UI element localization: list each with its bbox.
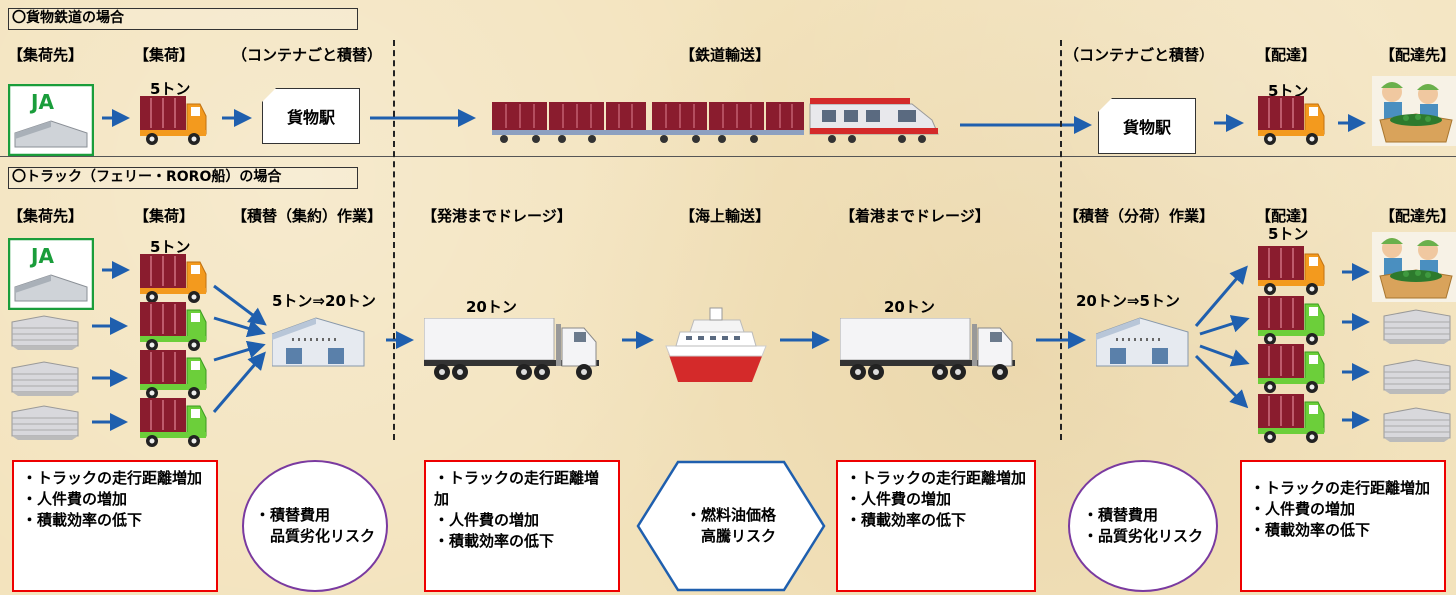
rail-header-delivery: 【配達】 xyxy=(1256,46,1317,64)
arrow-icon xyxy=(212,351,266,413)
issue-line: ・人件費の増加 xyxy=(1250,500,1356,518)
issue-box-drayage-in: ・トラックの走行距離増加 ・人件費の増加 ・積載効率の低下 xyxy=(836,460,1036,592)
rail-section-title-text: 〇貨物鉄道の場合 xyxy=(12,10,124,26)
issue-line: ・人件費の増加 xyxy=(434,511,540,529)
issue-line: ・品質劣化リスク xyxy=(1082,527,1203,545)
consolidate-load: 5トン⇒20トン xyxy=(272,292,376,310)
truck-header-consolidate: 【積替（集約）作業】 xyxy=(232,207,383,225)
truck-header-sea: 【海上輸送】 xyxy=(680,207,771,225)
truck-section-title-text: 〇トラック（フェリー・RORO船）の場合 xyxy=(12,169,282,185)
truck-header-destination: 【配達先】 xyxy=(1380,207,1456,225)
rail-header-transfer-in: （コンテナごと積替） xyxy=(1064,46,1215,64)
arrow-icon xyxy=(1199,344,1250,367)
arrow-icon xyxy=(213,340,266,362)
phase-divider xyxy=(393,40,395,440)
issue-line: ・燃料油価格 xyxy=(685,506,776,524)
truck-delivery-load: 5トン xyxy=(1268,225,1309,243)
split-load: 20トン⇒5トン xyxy=(1076,292,1180,310)
issue-line: ・積載効率の低下 xyxy=(22,511,143,529)
truck-header-pickup: 【集荷】 xyxy=(134,207,195,225)
ship-icon xyxy=(664,302,768,384)
rail-delivery-load: 5トン xyxy=(1268,82,1309,100)
rail-header-transfer-out: （コンテナごと積替） xyxy=(232,46,383,64)
issue-line: ・人件費の増加 xyxy=(846,490,952,508)
rail-header-origin: 【集荷先】 xyxy=(8,46,84,64)
issue-line: ・積替費用 xyxy=(1082,506,1158,524)
issue-line: ・トラックの走行距離増加 xyxy=(434,469,600,508)
issue-line: ・積載効率の低下 xyxy=(1250,521,1371,539)
issue-line: ・トラックの走行距離増加 xyxy=(22,469,203,487)
rail-station-to-label: 貨物駅 xyxy=(1122,118,1171,137)
issue-line: 品質劣化リスク xyxy=(254,527,375,545)
arrow-icon xyxy=(1194,265,1248,327)
freight-train-icon xyxy=(492,98,942,146)
truck-header-split: 【積替（分荷）作業】 xyxy=(1064,207,1215,225)
issue-box-pickup: ・トラックの走行距離増加 ・人件費の増加 ・積載効率の低下 xyxy=(12,460,218,592)
issue-oval-split: ・積替費用 ・品質劣化リスク xyxy=(1068,460,1218,592)
arrow-icon xyxy=(1194,354,1249,409)
issue-line: ・積載効率の低下 xyxy=(434,532,555,550)
truck-pickup-load: 5トン xyxy=(150,238,191,256)
rail-pickup-load: 5トン xyxy=(150,80,191,98)
rail-station-to: 貨物駅 xyxy=(1098,98,1196,154)
rail-header-main: 【鉄道輸送】 xyxy=(680,46,771,64)
issue-oval-consolidate: ・積替費用 品質劣化リスク xyxy=(242,460,388,592)
rail-header-destination: 【配達先】 xyxy=(1380,46,1456,64)
trailer-in-load: 20トン xyxy=(884,298,935,316)
issue-box-drayage-out: ・トラックの走行距離増加 ・人件費の増加 ・積載効率の低下 xyxy=(424,460,620,592)
rail-header-pickup: 【集荷】 xyxy=(134,46,195,64)
rail-station-from: 貨物駅 xyxy=(262,88,360,144)
phase-divider xyxy=(1060,40,1062,440)
rail-section-title: 〇貨物鉄道の場合 xyxy=(8,8,358,30)
issue-hexagon-sea: ・燃料油価格 高騰リスク xyxy=(636,460,826,592)
issue-line: ・トラックの走行距離増加 xyxy=(1250,479,1431,497)
issue-line: ・トラックの走行距離増加 xyxy=(846,469,1027,487)
truck-header-drayage-in: 【着港までドレージ】 xyxy=(840,207,990,225)
issue-line: ・積替費用 xyxy=(254,506,330,524)
truck-section-title: 〇トラック（フェリー・RORO船）の場合 xyxy=(8,167,358,189)
rail-station-from-label: 貨物駅 xyxy=(286,108,335,127)
arrow-icon xyxy=(213,316,266,338)
issue-line: ・人件費の増加 xyxy=(22,490,128,508)
truck-header-origin: 【集荷先】 xyxy=(8,207,84,225)
issue-line: ・積載効率の低下 xyxy=(846,511,967,529)
truck-header-drayage-out: 【発港までドレージ】 xyxy=(422,207,572,225)
section-divider xyxy=(0,156,1456,157)
truck-header-delivery: 【配達】 xyxy=(1256,207,1317,225)
arrow-icon xyxy=(213,284,267,326)
arrow-icon xyxy=(1199,315,1250,336)
trailer-out-load: 20トン xyxy=(466,298,517,316)
issue-box-delivery: ・トラックの走行距離増加 ・人件費の増加 ・積載効率の低下 xyxy=(1240,460,1446,592)
issue-line: 高騰リスク xyxy=(685,527,776,545)
